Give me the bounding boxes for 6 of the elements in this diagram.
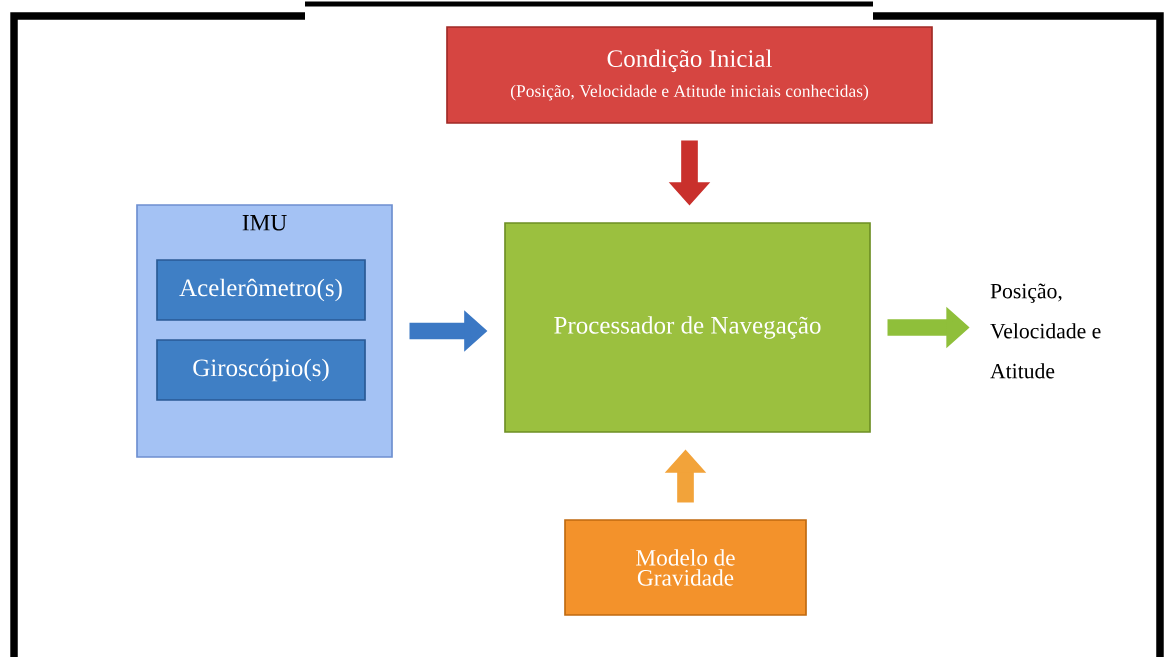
process-box: Processador de Navegação bbox=[504, 222, 871, 433]
process-box: Giroscópio(s) bbox=[156, 339, 366, 401]
process-box: Condição Inicial (Posição, Velocidade e Atitude iniciais conhecidas) bbox=[446, 26, 933, 124]
output-text: Posição, Velocidade e Atitude bbox=[990, 283, 1101, 379]
process-box: Modelo de Gravidade bbox=[564, 519, 807, 616]
process-box: Acelerômetro(s) bbox=[156, 259, 366, 321]
